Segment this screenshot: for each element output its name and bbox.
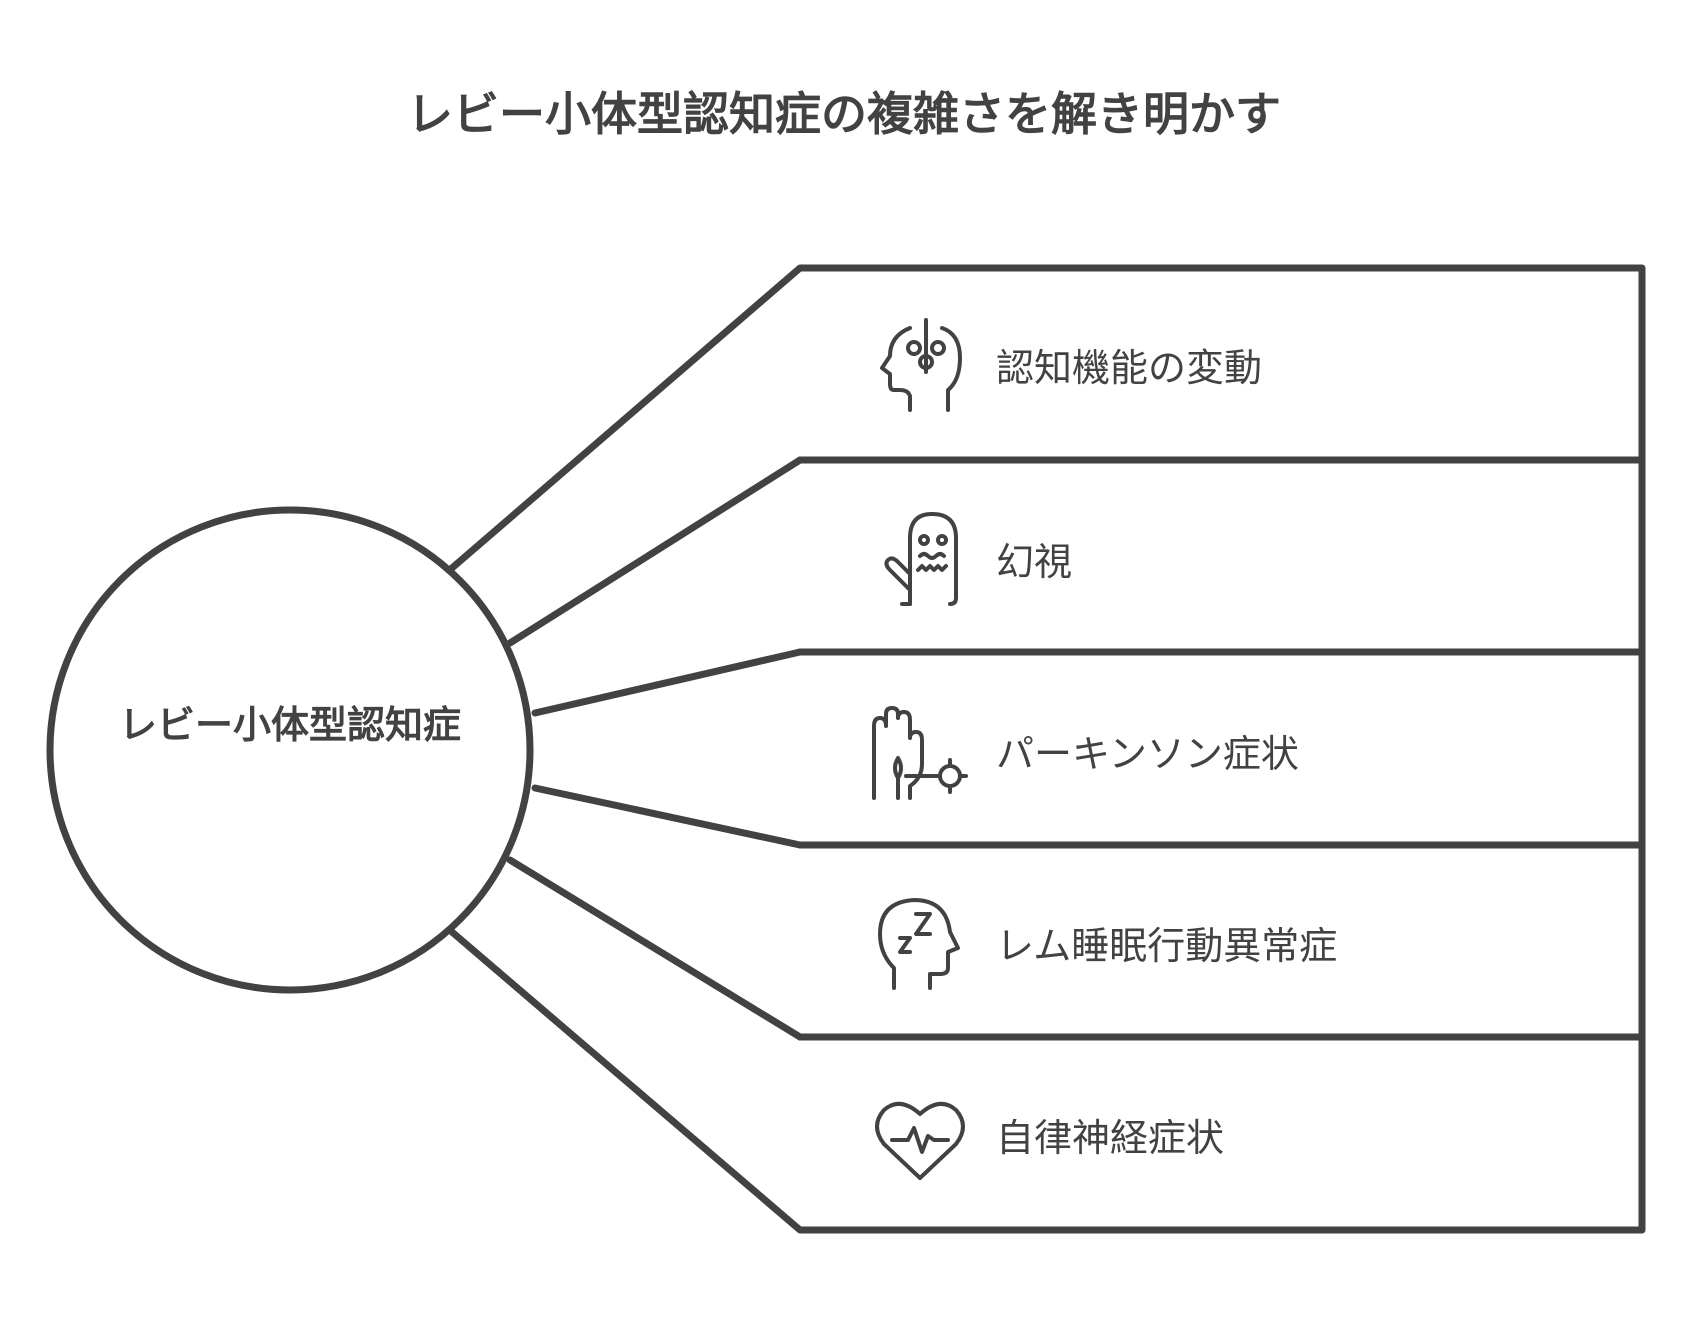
- sleeping-head-icon: [878, 898, 960, 990]
- item-label-2: 幻視: [996, 540, 1073, 584]
- band-5: [448, 928, 1646, 1234]
- item-label-1: 認知機能の変動: [996, 346, 1263, 390]
- band-1: [448, 264, 1646, 647]
- hand-gear-icon: [872, 706, 968, 800]
- item-label-3: パーキンソン症状: [996, 732, 1299, 776]
- item-label-5: 自律神経症状: [996, 1116, 1225, 1160]
- heartbeat-icon: [875, 1102, 965, 1180]
- band-2: [531, 456, 1646, 717]
- brain-head-icon: [880, 318, 962, 412]
- center-label: レビー小体型認知症: [118, 703, 461, 747]
- item-label-4: レム睡眠行動異常症: [996, 924, 1338, 968]
- center-circle: [46, 506, 534, 994]
- page-title: レビー小体型認知症の複雑さを解き明かす: [407, 87, 1281, 141]
- ghost-icon: [884, 512, 958, 606]
